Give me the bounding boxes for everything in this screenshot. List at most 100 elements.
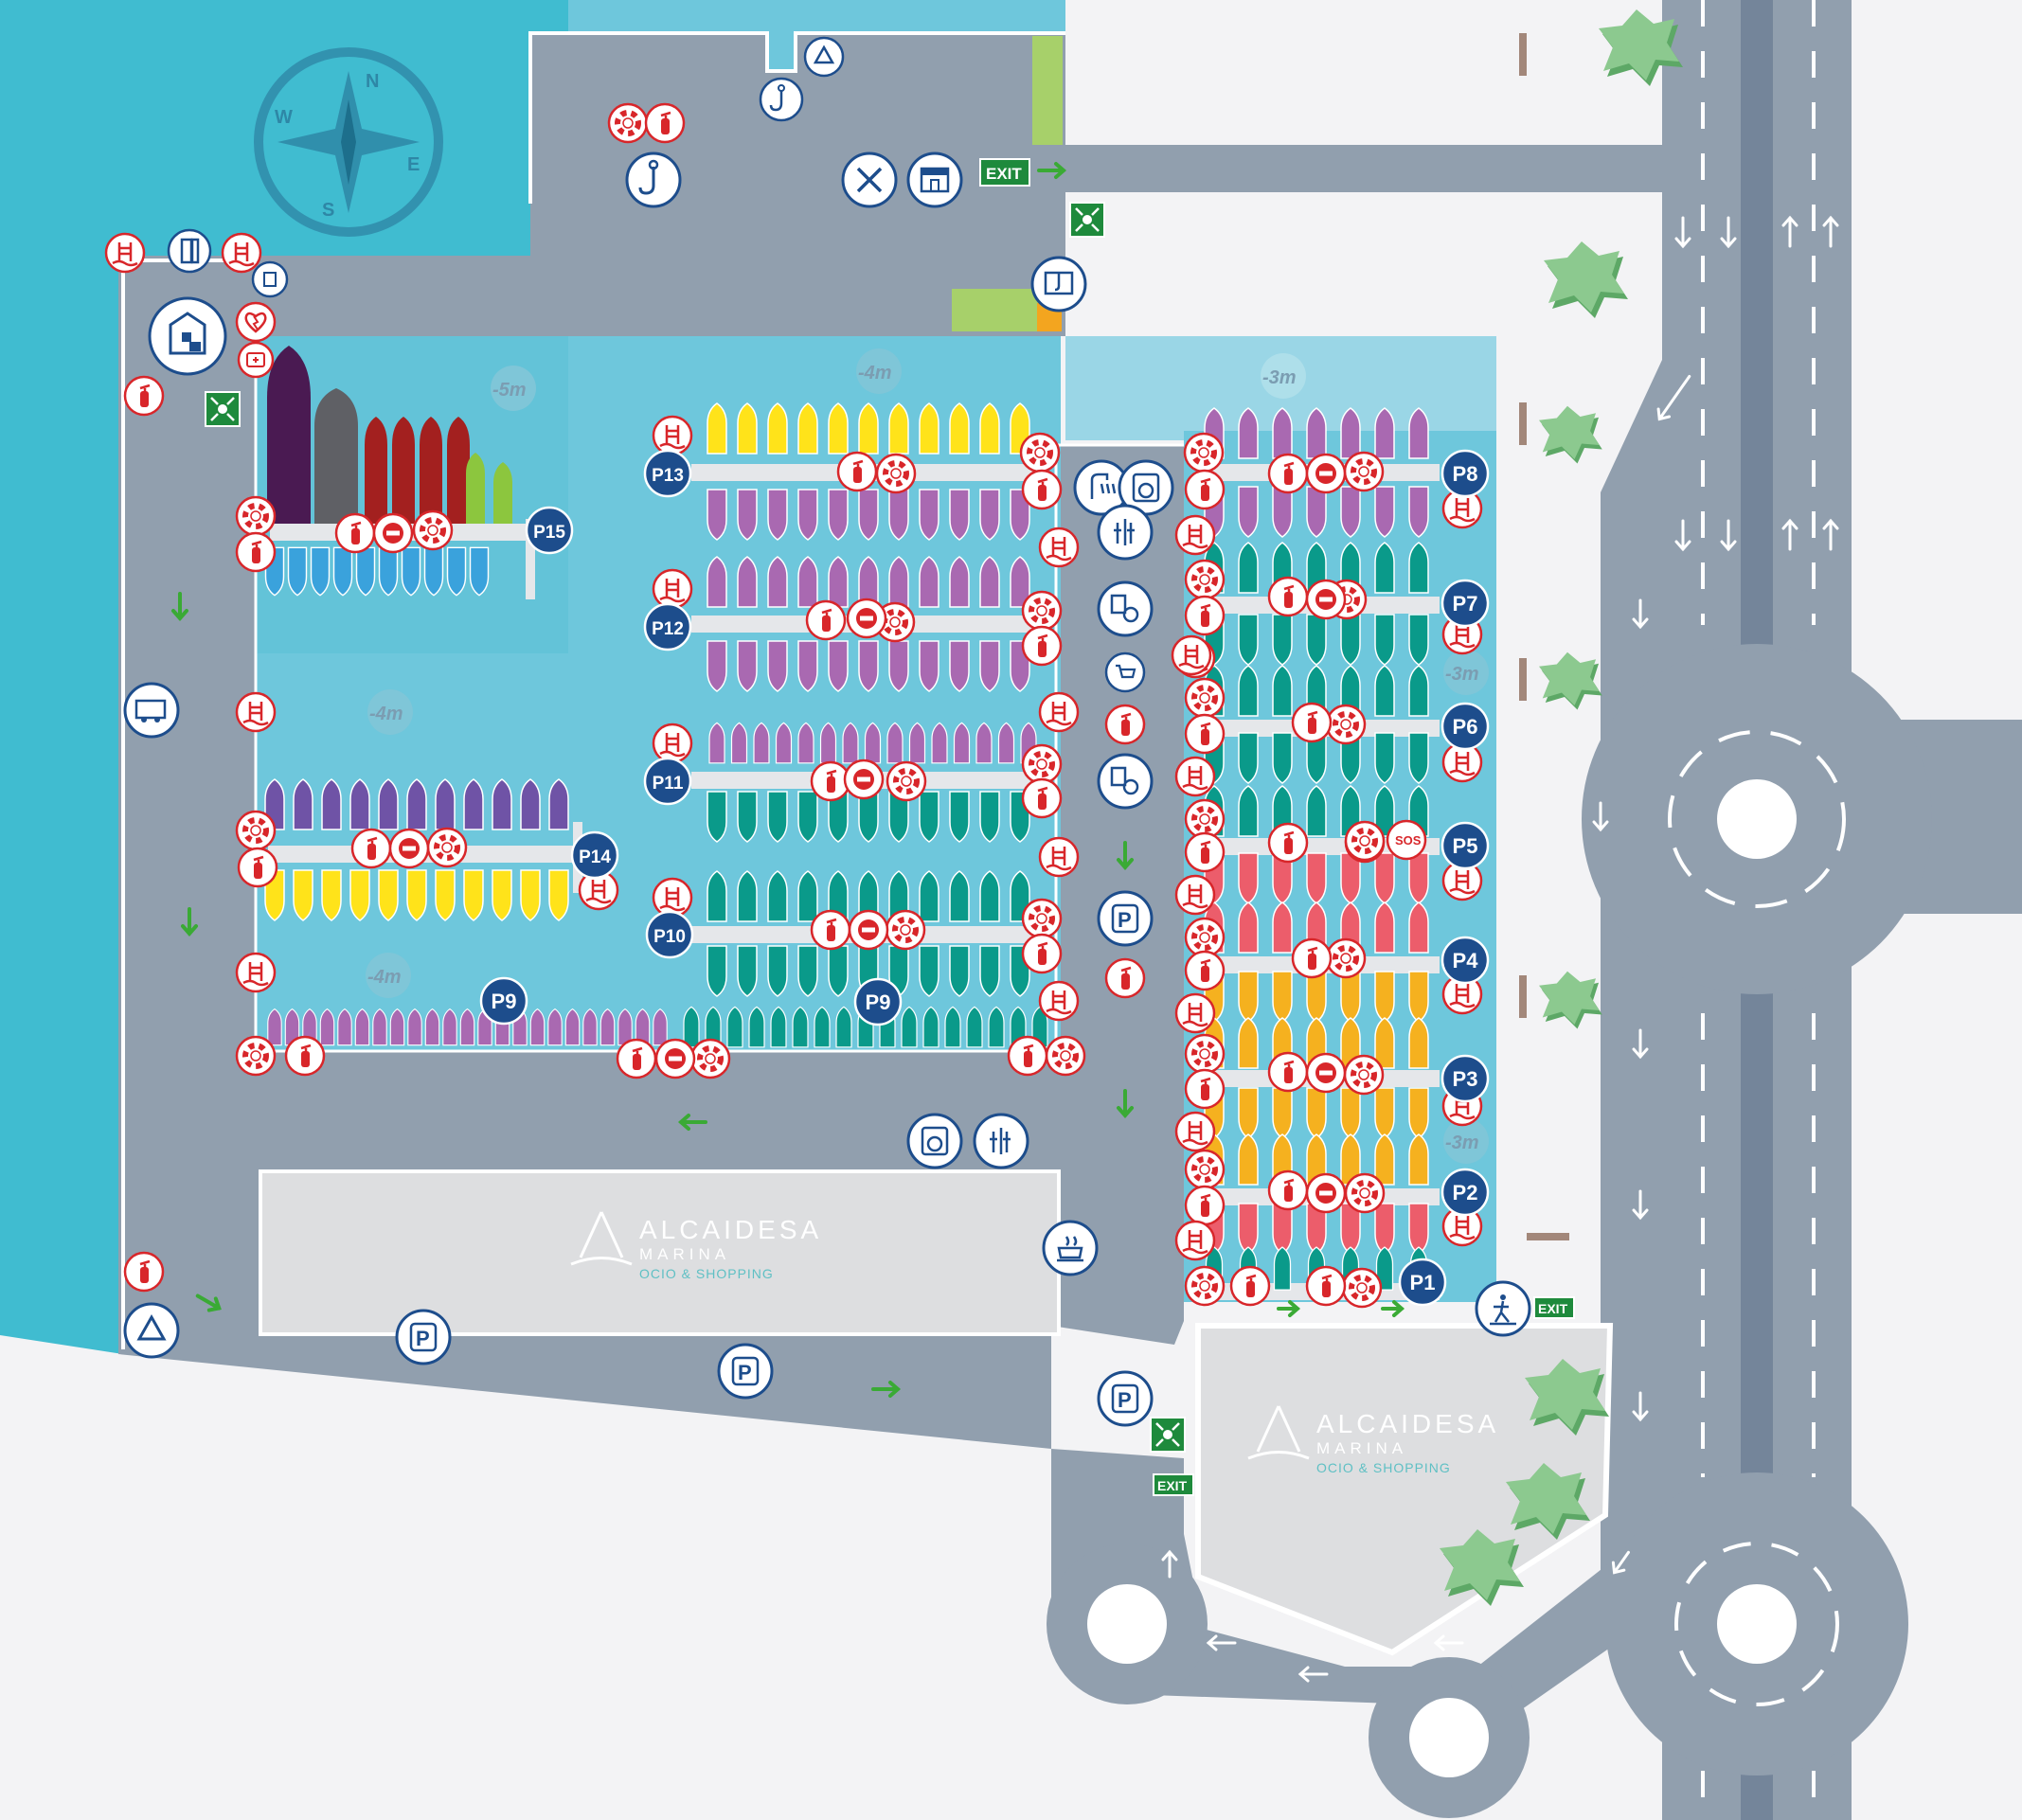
lifebuoy-icon[interactable] — [1325, 704, 1367, 745]
parking-icon[interactable]: P — [395, 1309, 452, 1365]
fire-extinguisher-icon[interactable] — [1184, 1185, 1226, 1226]
pier-label-p4[interactable]: P4 — [1440, 936, 1490, 985]
ladder-icon[interactable] — [652, 568, 693, 610]
pier-label-p9b[interactable]: P9 — [853, 977, 903, 1026]
fire-extinguisher-icon[interactable] — [1267, 1051, 1309, 1093]
pier-label-p2[interactable]: P2 — [1440, 1168, 1490, 1217]
crane-icon[interactable] — [625, 152, 682, 208]
lifebuoy-icon[interactable] — [1021, 743, 1063, 785]
lifebuoy-icon[interactable] — [1021, 898, 1063, 939]
lifebuoy-icon[interactable] — [689, 1038, 731, 1080]
pier-label-p7[interactable]: P7 — [1440, 579, 1490, 628]
no-entry-icon[interactable] — [1305, 1172, 1347, 1214]
ladder-icon[interactable] — [1174, 1220, 1216, 1261]
recycle-icon[interactable] — [803, 36, 845, 78]
ladder-icon[interactable] — [652, 877, 693, 919]
fire-extinguisher-icon[interactable] — [334, 512, 376, 554]
sos-icon[interactable]: SOS — [1386, 819, 1427, 861]
no-entry-icon[interactable] — [388, 828, 430, 869]
fire-extinguisher-icon[interactable] — [1021, 777, 1063, 819]
no-entry-icon[interactable] — [843, 758, 885, 800]
pier-label-p11[interactable]: P11 — [643, 757, 692, 806]
ladder-icon[interactable] — [1174, 756, 1216, 797]
pedestrian-icon[interactable] — [1475, 1280, 1531, 1337]
toilets-icon[interactable] — [1097, 504, 1154, 561]
lifebuoy-icon[interactable] — [1184, 1149, 1226, 1190]
lifebuoy-icon[interactable] — [875, 453, 917, 494]
exit-sign[interactable]: EXIT — [979, 158, 1030, 187]
ladder-icon[interactable] — [1038, 836, 1080, 878]
no-entry-icon[interactable] — [848, 909, 889, 951]
fire-extinguisher-icon[interactable] — [644, 102, 686, 144]
trash-icon[interactable] — [251, 260, 289, 298]
fire-extinguisher-icon[interactable] — [235, 531, 277, 573]
no-entry-icon[interactable] — [654, 1038, 696, 1080]
lifebuoy-icon[interactable] — [235, 495, 277, 537]
fire-extinguisher-icon[interactable] — [616, 1038, 657, 1080]
fire-extinguisher-icon[interactable] — [284, 1035, 326, 1077]
fire-extinguisher-icon[interactable] — [1104, 957, 1146, 999]
fire-extinguisher-icon[interactable] — [1184, 1068, 1226, 1110]
ladder-icon[interactable] — [235, 691, 277, 733]
fire-extinguisher-icon[interactable] — [1291, 937, 1333, 979]
pier-label-p5[interactable]: P5 — [1440, 821, 1490, 870]
ladder-icon[interactable] — [652, 415, 693, 456]
lifebuoy-icon[interactable] — [1184, 559, 1226, 600]
pier-label-p10[interactable]: P10 — [645, 910, 694, 959]
washing-machine-icon[interactable] — [1118, 459, 1174, 516]
lifebuoy-icon[interactable] — [235, 810, 277, 851]
lifebuoy-icon[interactable] — [1021, 590, 1063, 632]
fire-extinguisher-icon[interactable] — [1021, 933, 1063, 974]
coffee-icon[interactable] — [1042, 1220, 1099, 1276]
no-entry-icon[interactable] — [846, 598, 887, 639]
shop-icon[interactable] — [906, 152, 963, 208]
pier-label-p3[interactable]: P3 — [1440, 1054, 1490, 1103]
lifebuoy-icon[interactable] — [1344, 820, 1386, 862]
ladder-icon[interactable] — [1174, 874, 1216, 916]
pier-label-p15[interactable]: P15 — [525, 506, 574, 555]
parking-icon[interactable]: P — [717, 1343, 774, 1400]
ladder-icon[interactable] — [221, 232, 262, 274]
lifebuoy-icon[interactable] — [1184, 1265, 1226, 1307]
camper-icon[interactable] — [123, 682, 180, 739]
fire-extinguisher-icon[interactable] — [1021, 469, 1063, 510]
ladder-icon[interactable] — [104, 232, 146, 274]
fire-extinguisher-icon[interactable] — [836, 451, 878, 492]
lifebuoy-icon[interactable] — [1183, 432, 1225, 473]
crane-icon[interactable] — [1030, 256, 1087, 312]
lifebuoy-icon[interactable] — [1341, 1267, 1383, 1309]
tools-icon[interactable] — [841, 152, 898, 208]
lifebuoy-icon[interactable] — [1019, 432, 1061, 473]
exit-sign[interactable]: EXIT — [1533, 1296, 1575, 1319]
fire-extinguisher-icon[interactable] — [1267, 576, 1309, 617]
lifebuoy-icon[interactable] — [607, 102, 649, 144]
lifebuoy-icon[interactable] — [1184, 917, 1226, 958]
disabled-parking-icon[interactable] — [1097, 753, 1154, 810]
pier-label-p12[interactable]: P12 — [643, 602, 692, 651]
fire-extinguisher-icon[interactable] — [1267, 822, 1309, 864]
toilets-icon[interactable] — [973, 1113, 1029, 1169]
lifebuoy-icon[interactable] — [426, 827, 468, 868]
parking-icon[interactable]: P — [1097, 1370, 1154, 1427]
ladder-icon[interactable] — [578, 869, 619, 911]
ladder-icon[interactable] — [235, 952, 277, 993]
lifebuoy-icon[interactable] — [885, 909, 926, 951]
defibrillator-icon[interactable] — [235, 301, 277, 343]
ladder-icon[interactable] — [1174, 514, 1216, 556]
ladder-icon[interactable] — [1171, 634, 1212, 676]
pier-label-p14[interactable]: P14 — [570, 830, 619, 880]
office-icon[interactable] — [148, 296, 227, 376]
fire-extinguisher-icon[interactable] — [237, 847, 278, 888]
fire-extinguisher-icon[interactable] — [123, 375, 165, 417]
lifebuoy-icon[interactable] — [1184, 677, 1226, 719]
fire-extinguisher-icon[interactable] — [1104, 704, 1146, 745]
fire-extinguisher-icon[interactable] — [123, 1251, 165, 1293]
parking-icon[interactable]: P — [1097, 890, 1154, 947]
fire-extinguisher-icon[interactable] — [810, 909, 851, 951]
disabled-parking-icon[interactable] — [1097, 580, 1154, 637]
pier-label-p6[interactable]: P6 — [1440, 702, 1490, 751]
no-entry-icon[interactable] — [1305, 453, 1347, 494]
pier-label-p8[interactable]: P8 — [1440, 449, 1490, 498]
fire-extinguisher-icon[interactable] — [1291, 702, 1333, 743]
ladder-icon[interactable] — [1441, 860, 1483, 901]
